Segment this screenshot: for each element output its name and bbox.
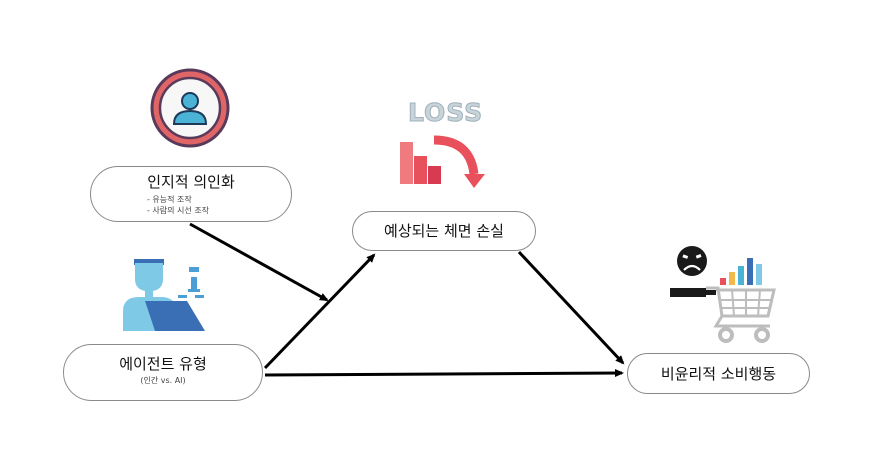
- node-cognitive-title: 인지적 의인화: [147, 173, 235, 191]
- node-expected-face-loss: 예상되는 체면 손실: [352, 211, 536, 251]
- node-agent-title: 에이전트 유형: [119, 355, 207, 373]
- node-agent-type: 에이전트 유형 (인간 vs. AI): [63, 344, 263, 401]
- node-cognitive-bullets: - 유능적 조작 - 사람의 시선 조작: [147, 194, 291, 216]
- person-laptop-icon: [123, 259, 205, 331]
- node-face-title: 예상되는 체면 손실: [384, 222, 504, 240]
- bullet-gaze: - 사람의 시선 조작: [147, 206, 210, 216]
- bullet-competence: - 유능적 조작: [147, 195, 192, 204]
- sad-shopping-cart-icon: [670, 246, 776, 343]
- arrow-face-to-behavior: [517, 250, 625, 365]
- loss-chart-icon: LOSS: [396, 96, 496, 192]
- node-agent-sub: (인간 vs. AI): [140, 376, 186, 385]
- loss-label: LOSS: [407, 98, 484, 128]
- loss-bars-arrow-icon: [400, 135, 485, 188]
- arrow-agent-to-behavior: [264, 369, 624, 378]
- user-avatar-icon: [150, 68, 230, 148]
- node-unethical-consumption: 비윤리적 소비행동: [627, 353, 810, 394]
- node-behavior-title: 비윤리적 소비행동: [660, 365, 777, 383]
- arrow-cognitive-to-path: [189, 222, 329, 302]
- arrow-agent-to-face: [263, 253, 376, 370]
- node-cognitive-anthropomorphism: 인지적 의인화 - 유능적 조작 - 사람의 시선 조작: [90, 166, 292, 222]
